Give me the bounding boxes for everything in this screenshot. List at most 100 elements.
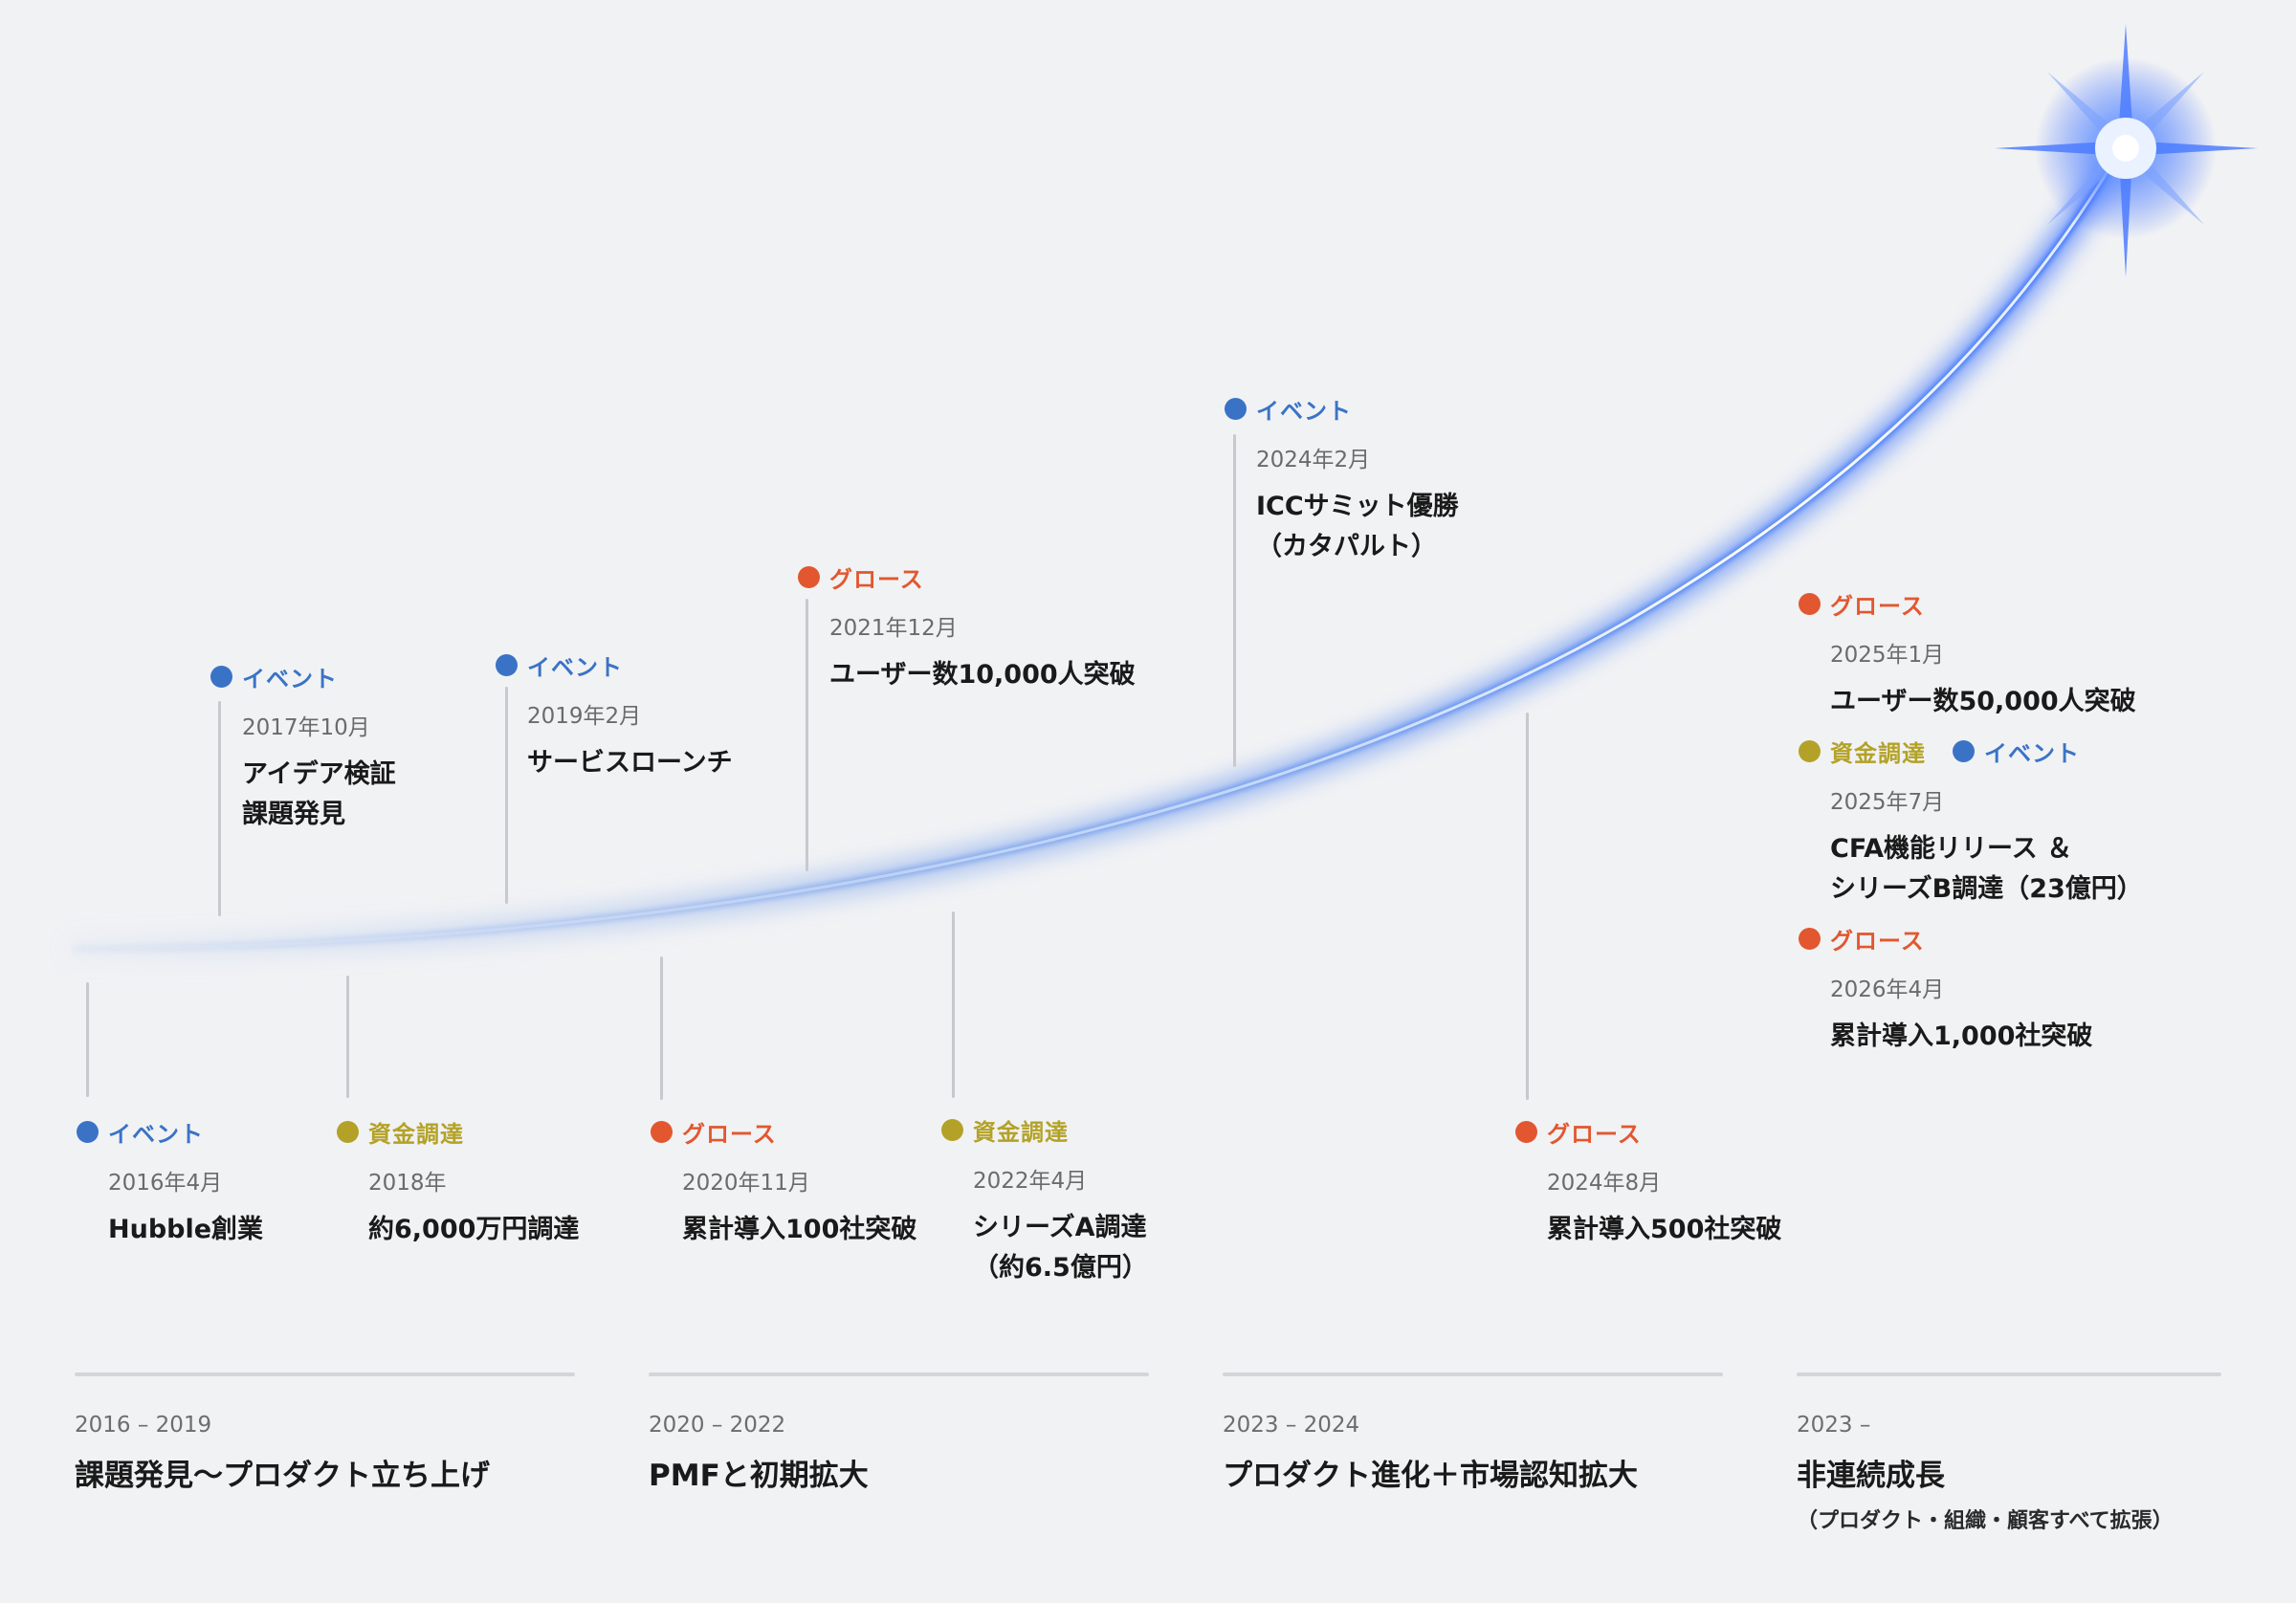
event-date: 2024年8月 — [1547, 1171, 1662, 1196]
category-dot-icon — [1799, 593, 1821, 615]
era-divider — [75, 1372, 575, 1376]
era-divider — [649, 1372, 1149, 1376]
event-date: 2026年4月 — [1830, 977, 1945, 1002]
category-tag: グロース — [1799, 587, 1925, 621]
category-label: イベント — [242, 666, 338, 692]
category-label: グロース — [1830, 928, 1925, 955]
category-tag: グロース — [798, 560, 924, 594]
event-date: 2020年11月 — [682, 1171, 810, 1196]
event-date: 2017年10月 — [242, 715, 370, 740]
timeline-event: グロース 2020年11月 累計導入100社突破 — [651, 1115, 995, 1250]
era-years: 2016 – 2019 — [75, 1413, 212, 1438]
event-tags: イベント — [210, 660, 555, 693]
category-dot-icon — [798, 566, 820, 588]
event-title: サービスローンチ — [527, 748, 733, 778]
timeline-event: 資金調達 2018年 約6,000万円調達 — [337, 1115, 681, 1250]
event-connector-line — [952, 911, 955, 1098]
event-title: ユーザー数10,000人突破 — [829, 660, 1136, 690]
timeline-event: グロース 2024年8月 累計導入500社突破 — [1515, 1115, 1860, 1250]
era-section: 2016 – 2019 課題発見〜プロダクト立ち上げ — [75, 1372, 575, 1494]
era-years: 2023 – — [1797, 1413, 1871, 1438]
category-label: グロース — [1830, 593, 1925, 620]
era-title: 非連続成長 — [1797, 1459, 1945, 1493]
event-connector-line — [660, 956, 663, 1100]
timeline-event: イベント 2024年2月 ICCサミット優勝（カタパルト） — [1225, 392, 1569, 567]
event-date: 2025年1月 — [1830, 643, 1945, 668]
era-section: 2020 – 2022 PMFと初期拡大 — [649, 1372, 1149, 1494]
event-tags: イベント — [77, 1115, 421, 1149]
timeline-event: グロース 2026年4月 累計導入1,000社突破 — [1799, 922, 2143, 1057]
event-tags: グロース — [1799, 587, 2143, 621]
era-title: 課題発見〜プロダクト立ち上げ — [75, 1459, 490, 1493]
category-dot-icon — [941, 1119, 963, 1141]
event-title: ユーザー数50,000人突破 — [1830, 687, 2136, 716]
category-dot-icon — [210, 666, 232, 688]
category-tag: イベント — [1953, 735, 2080, 768]
era-section: 2023 – 2024 プロダクト進化＋市場認知拡大 — [1223, 1372, 1723, 1494]
category-label: 資金調達 — [973, 1119, 1069, 1146]
era-subtitle: （プロダクト・組織・顧客すべて拡張） — [1797, 1509, 2174, 1533]
category-dot-icon — [1515, 1121, 1537, 1143]
category-label: 資金調達 — [368, 1121, 464, 1148]
category-dot-icon — [651, 1121, 673, 1143]
event-date: 2025年7月 — [1830, 790, 1945, 815]
event-connector-line — [1526, 713, 1529, 1100]
timeline-event: イベント 2019年2月 サービスローンチ — [496, 648, 840, 783]
category-tag: イベント — [496, 648, 623, 682]
event-connector-line — [505, 687, 508, 904]
star-flare-graphic — [1995, 24, 2258, 277]
category-label: イベント — [1256, 398, 1352, 425]
era-title: プロダクト進化＋市場認知拡大 — [1223, 1459, 1638, 1493]
category-tag: イベント — [77, 1115, 204, 1149]
timeline-event: 資金調達 イベント 2025年7月 CFA機能リリース ＆シリーズB調達（23億円… — [1799, 735, 2143, 910]
category-tag: グロース — [651, 1115, 777, 1149]
event-tags: イベント — [496, 648, 840, 682]
category-tag: 資金調達 — [1799, 735, 1926, 768]
timeline-event: グロース 2025年1月 ユーザー数50,000人突破 — [1799, 587, 2143, 722]
event-connector-line — [86, 982, 89, 1097]
event-title: Hubble創業 — [108, 1215, 264, 1244]
timeline-event: 資金調達 2022年4月 シリーズA調達（約6.5億円） — [941, 1113, 1286, 1288]
timeline-event: グロース 2021年12月 ユーザー数10,000人突破 — [798, 560, 1142, 695]
category-dot-icon — [77, 1121, 99, 1143]
category-dot-icon — [1225, 398, 1247, 420]
event-title: 累計導入100社突破 — [682, 1215, 917, 1244]
category-tag: 資金調達 — [337, 1115, 464, 1149]
category-dot-icon — [337, 1121, 359, 1143]
event-date: 2016年4月 — [108, 1171, 223, 1196]
event-tags: グロース — [1799, 922, 2143, 955]
event-title: CFA機能リリース ＆シリーズB調達（23億円） — [1830, 834, 2143, 904]
category-label: グロース — [682, 1121, 777, 1148]
category-tag: グロース — [1799, 922, 1925, 955]
event-title: ICCサミット優勝（カタパルト） — [1256, 492, 1459, 561]
event-connector-line — [1233, 434, 1236, 767]
category-dot-icon — [1799, 740, 1821, 762]
category-tag: 資金調達 — [941, 1113, 1069, 1147]
category-label: イベント — [108, 1121, 204, 1148]
category-label: グロース — [1547, 1121, 1642, 1148]
category-label: 資金調達 — [1830, 740, 1926, 767]
event-connector-line — [346, 976, 349, 1098]
event-title: 約6,000万円調達 — [368, 1215, 580, 1244]
event-title: 累計導入1,000社突破 — [1830, 1021, 2093, 1051]
timeline-event: イベント 2016年4月 Hubble創業 — [77, 1115, 421, 1250]
category-dot-icon — [496, 654, 518, 676]
event-tags: グロース — [651, 1115, 995, 1149]
event-connector-line — [806, 599, 808, 871]
category-label: イベント — [527, 654, 623, 681]
event-tags: 資金調達 — [941, 1113, 1286, 1147]
category-tag: グロース — [1515, 1115, 1642, 1149]
era-divider — [1797, 1372, 2221, 1376]
category-dot-icon — [1799, 928, 1821, 950]
category-label: イベント — [1984, 740, 2080, 767]
event-date: 2021年12月 — [829, 616, 958, 641]
event-tags: 資金調達 — [337, 1115, 681, 1149]
event-date: 2024年2月 — [1256, 448, 1371, 472]
event-date: 2022年4月 — [973, 1169, 1088, 1194]
era-years: 2020 – 2022 — [649, 1413, 786, 1438]
timeline-event: イベント 2017年10月 アイデア検証課題発見 — [210, 660, 555, 835]
event-title: シリーズA調達（約6.5億円） — [973, 1213, 1148, 1283]
event-tags: グロース — [798, 560, 1142, 594]
